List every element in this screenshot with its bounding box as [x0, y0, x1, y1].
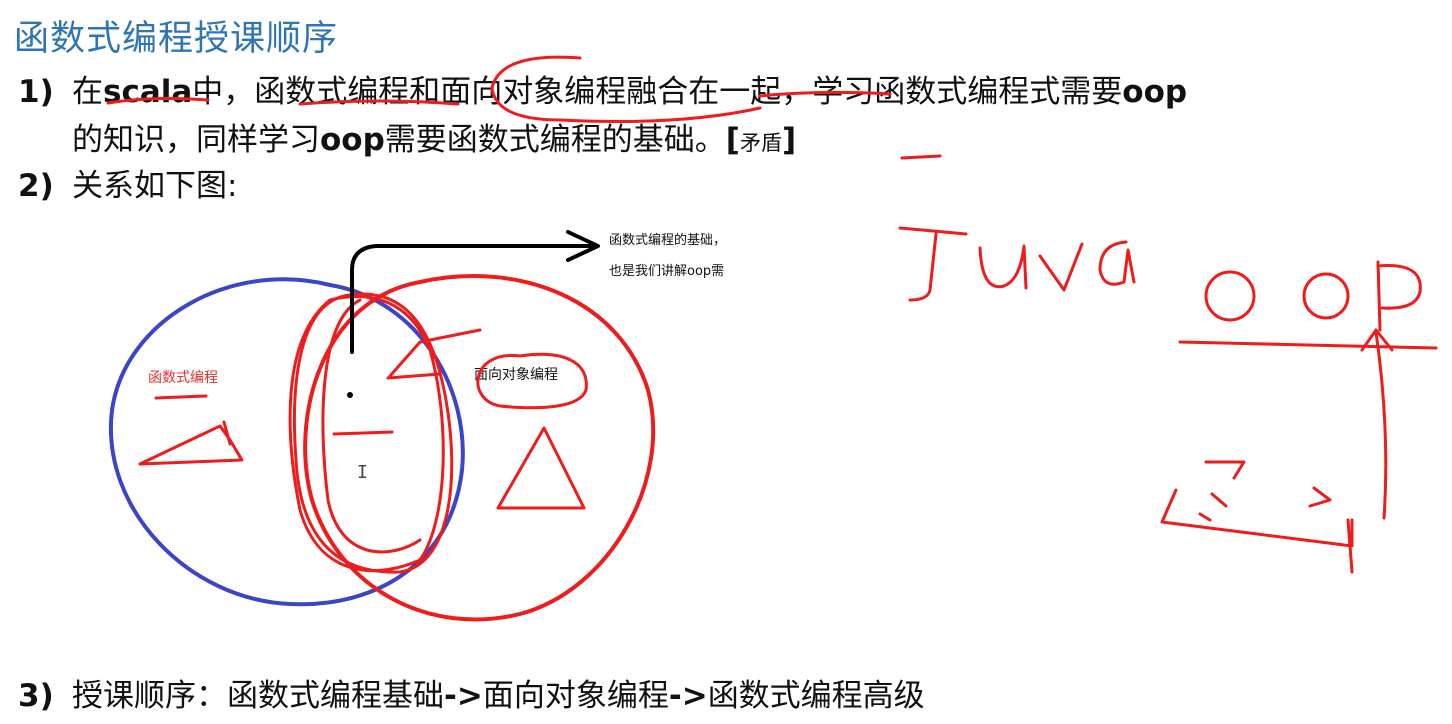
- handwriting-han: [1160, 460, 1354, 574]
- horizontal-line: [1178, 340, 1438, 350]
- text: 需要函数式编程的基础。: [384, 122, 726, 158]
- arrow: ->: [444, 678, 483, 714]
- text: 函数式编程高级: [707, 678, 925, 714]
- item-2-text: 关系如下图:: [72, 168, 238, 204]
- intersection-scribble-2: [288, 295, 445, 573]
- arrow: ->: [668, 678, 708, 714]
- text: 面向对象编程: [482, 678, 669, 714]
- oop-label: 面向对象编程: [474, 367, 558, 383]
- left-plus-mark: [222, 420, 232, 446]
- text: 在: [72, 74, 103, 110]
- handwriting-java-a: [1098, 240, 1136, 286]
- arrow-head-icon: [566, 230, 600, 262]
- center-dash-mark: [332, 430, 394, 436]
- contradiction-note: 矛盾: [739, 131, 782, 155]
- item-number: 2): [18, 168, 54, 204]
- intersection-scribble: [293, 292, 454, 574]
- text: 的知识，同样学习: [72, 122, 320, 158]
- note-line-1: 函数式编程的基础，: [609, 233, 727, 248]
- item-1-line-1: 1) 在scala中，函数式编程和面向对象编程融合在一起，学习函数式编程式需要oo…: [18, 66, 1187, 111]
- functional-programming-label: 函数式编程: [148, 370, 218, 386]
- item-3: 3)授课顺序：函数式编程基础->面向对象编程->函数式编程高级: [18, 670, 925, 715]
- handwriting-o2: [1302, 272, 1350, 320]
- center-triangle-mark: [386, 328, 482, 380]
- center-dot: [347, 392, 353, 398]
- text-cursor-icon: I: [357, 462, 368, 483]
- handwriting-java-j: [898, 226, 968, 302]
- handwriting-p: [1376, 260, 1422, 332]
- handwriting-java-v: [1038, 242, 1084, 292]
- oop-keyword: oop: [1122, 74, 1188, 110]
- bracket-close: ]: [781, 122, 797, 158]
- bracket-open: [: [725, 122, 740, 158]
- right-triangle-mark: [496, 426, 586, 510]
- oop-circle: [303, 274, 656, 622]
- scala-keyword: scala: [103, 74, 193, 110]
- handwriting-o1: [1204, 270, 1256, 322]
- text: 授课顺序：函数式编程基础: [72, 678, 444, 714]
- left-triangle-mark: [138, 394, 244, 466]
- text: 中，函数式编程和面向对象编程融合在一起，学习函数式编程式需要: [192, 74, 1123, 110]
- underline-contradiction: [900, 154, 942, 160]
- handwriting-java-u: [978, 244, 1028, 290]
- intersection-scribble-3: [321, 298, 422, 554]
- item-number: 1): [18, 74, 54, 110]
- item-2: 2) 关系如下图:: [18, 160, 237, 205]
- item-number: 3): [18, 678, 54, 714]
- slide-title: 函数式编程授课顺序: [14, 19, 339, 59]
- functional-circle: [108, 277, 465, 607]
- vertical-arrow: [1360, 328, 1394, 520]
- oop-keyword: oop: [320, 122, 385, 158]
- item-1-line-2: 的知识，同样学习oop需要函数式编程的基础。[矛盾]: [72, 114, 796, 159]
- note-line-2: 也是我们讲解oop需: [609, 264, 725, 279]
- arrow-to-note: [350, 244, 598, 354]
